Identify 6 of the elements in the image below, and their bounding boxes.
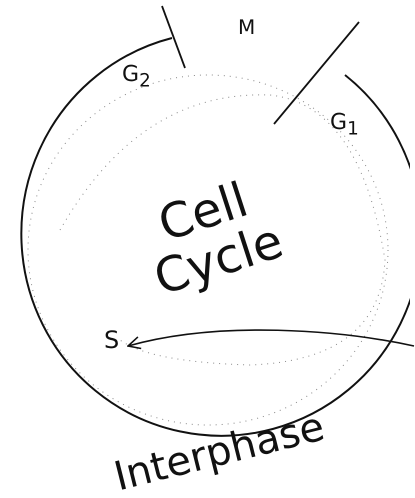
cycle-label: Cell Cycle xyxy=(146,170,291,310)
phase-label: M xyxy=(238,17,256,37)
phase-label: G$_{1}$ xyxy=(330,112,359,139)
arrow xyxy=(127,329,414,350)
phase-label: G$_{2}$ xyxy=(122,64,151,91)
phase-label: S xyxy=(104,328,120,352)
